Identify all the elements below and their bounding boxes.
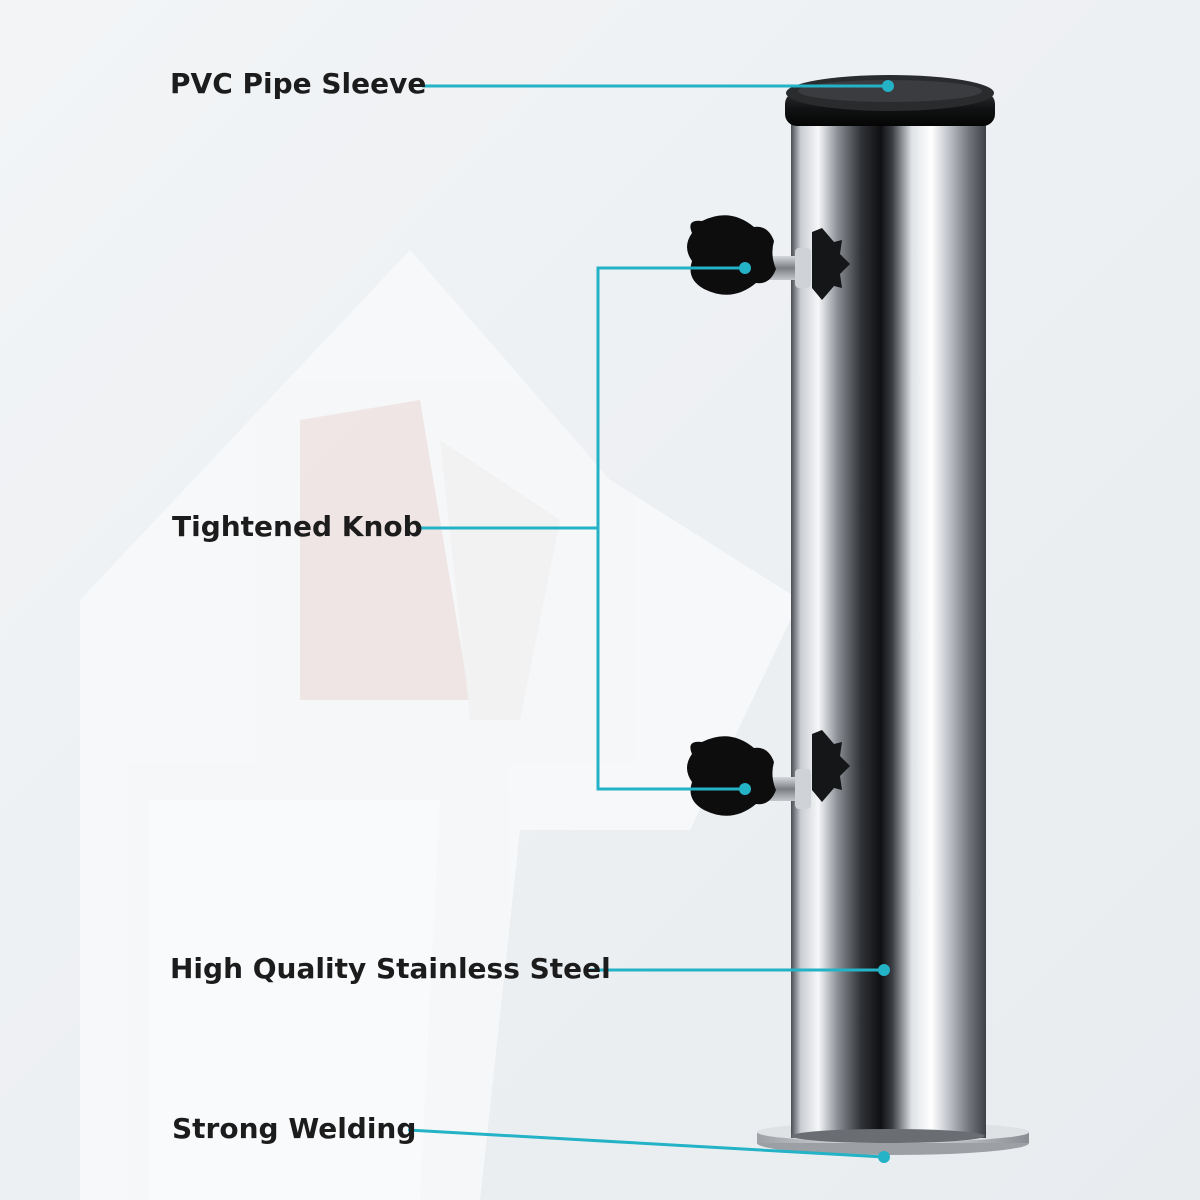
lower-knob: [687, 730, 850, 816]
callout-dot-strong-welding: [878, 1151, 890, 1163]
label-pvc-pipe-sleeve: PVC Pipe Sleeve: [170, 67, 427, 100]
callout-line-strong-welding: [407, 1128, 885, 1159]
upper-knob: [687, 215, 850, 300]
callout-dots: [878, 80, 894, 1163]
background-umbrella-shape: [80, 250, 800, 1200]
callout-dot-pvc-sleeve: [882, 80, 894, 92]
callout-lines: [407, 84, 888, 1159]
label-tightened-knob: Tightened Knob: [172, 510, 423, 543]
callout-dot-stainless-steel: [878, 964, 890, 976]
label-high-quality-stainless-steel: High Quality Stainless Steel: [170, 952, 611, 985]
callout-bracket-knobs: [596, 266, 745, 791]
label-strong-welding: Strong Welding: [172, 1112, 417, 1145]
